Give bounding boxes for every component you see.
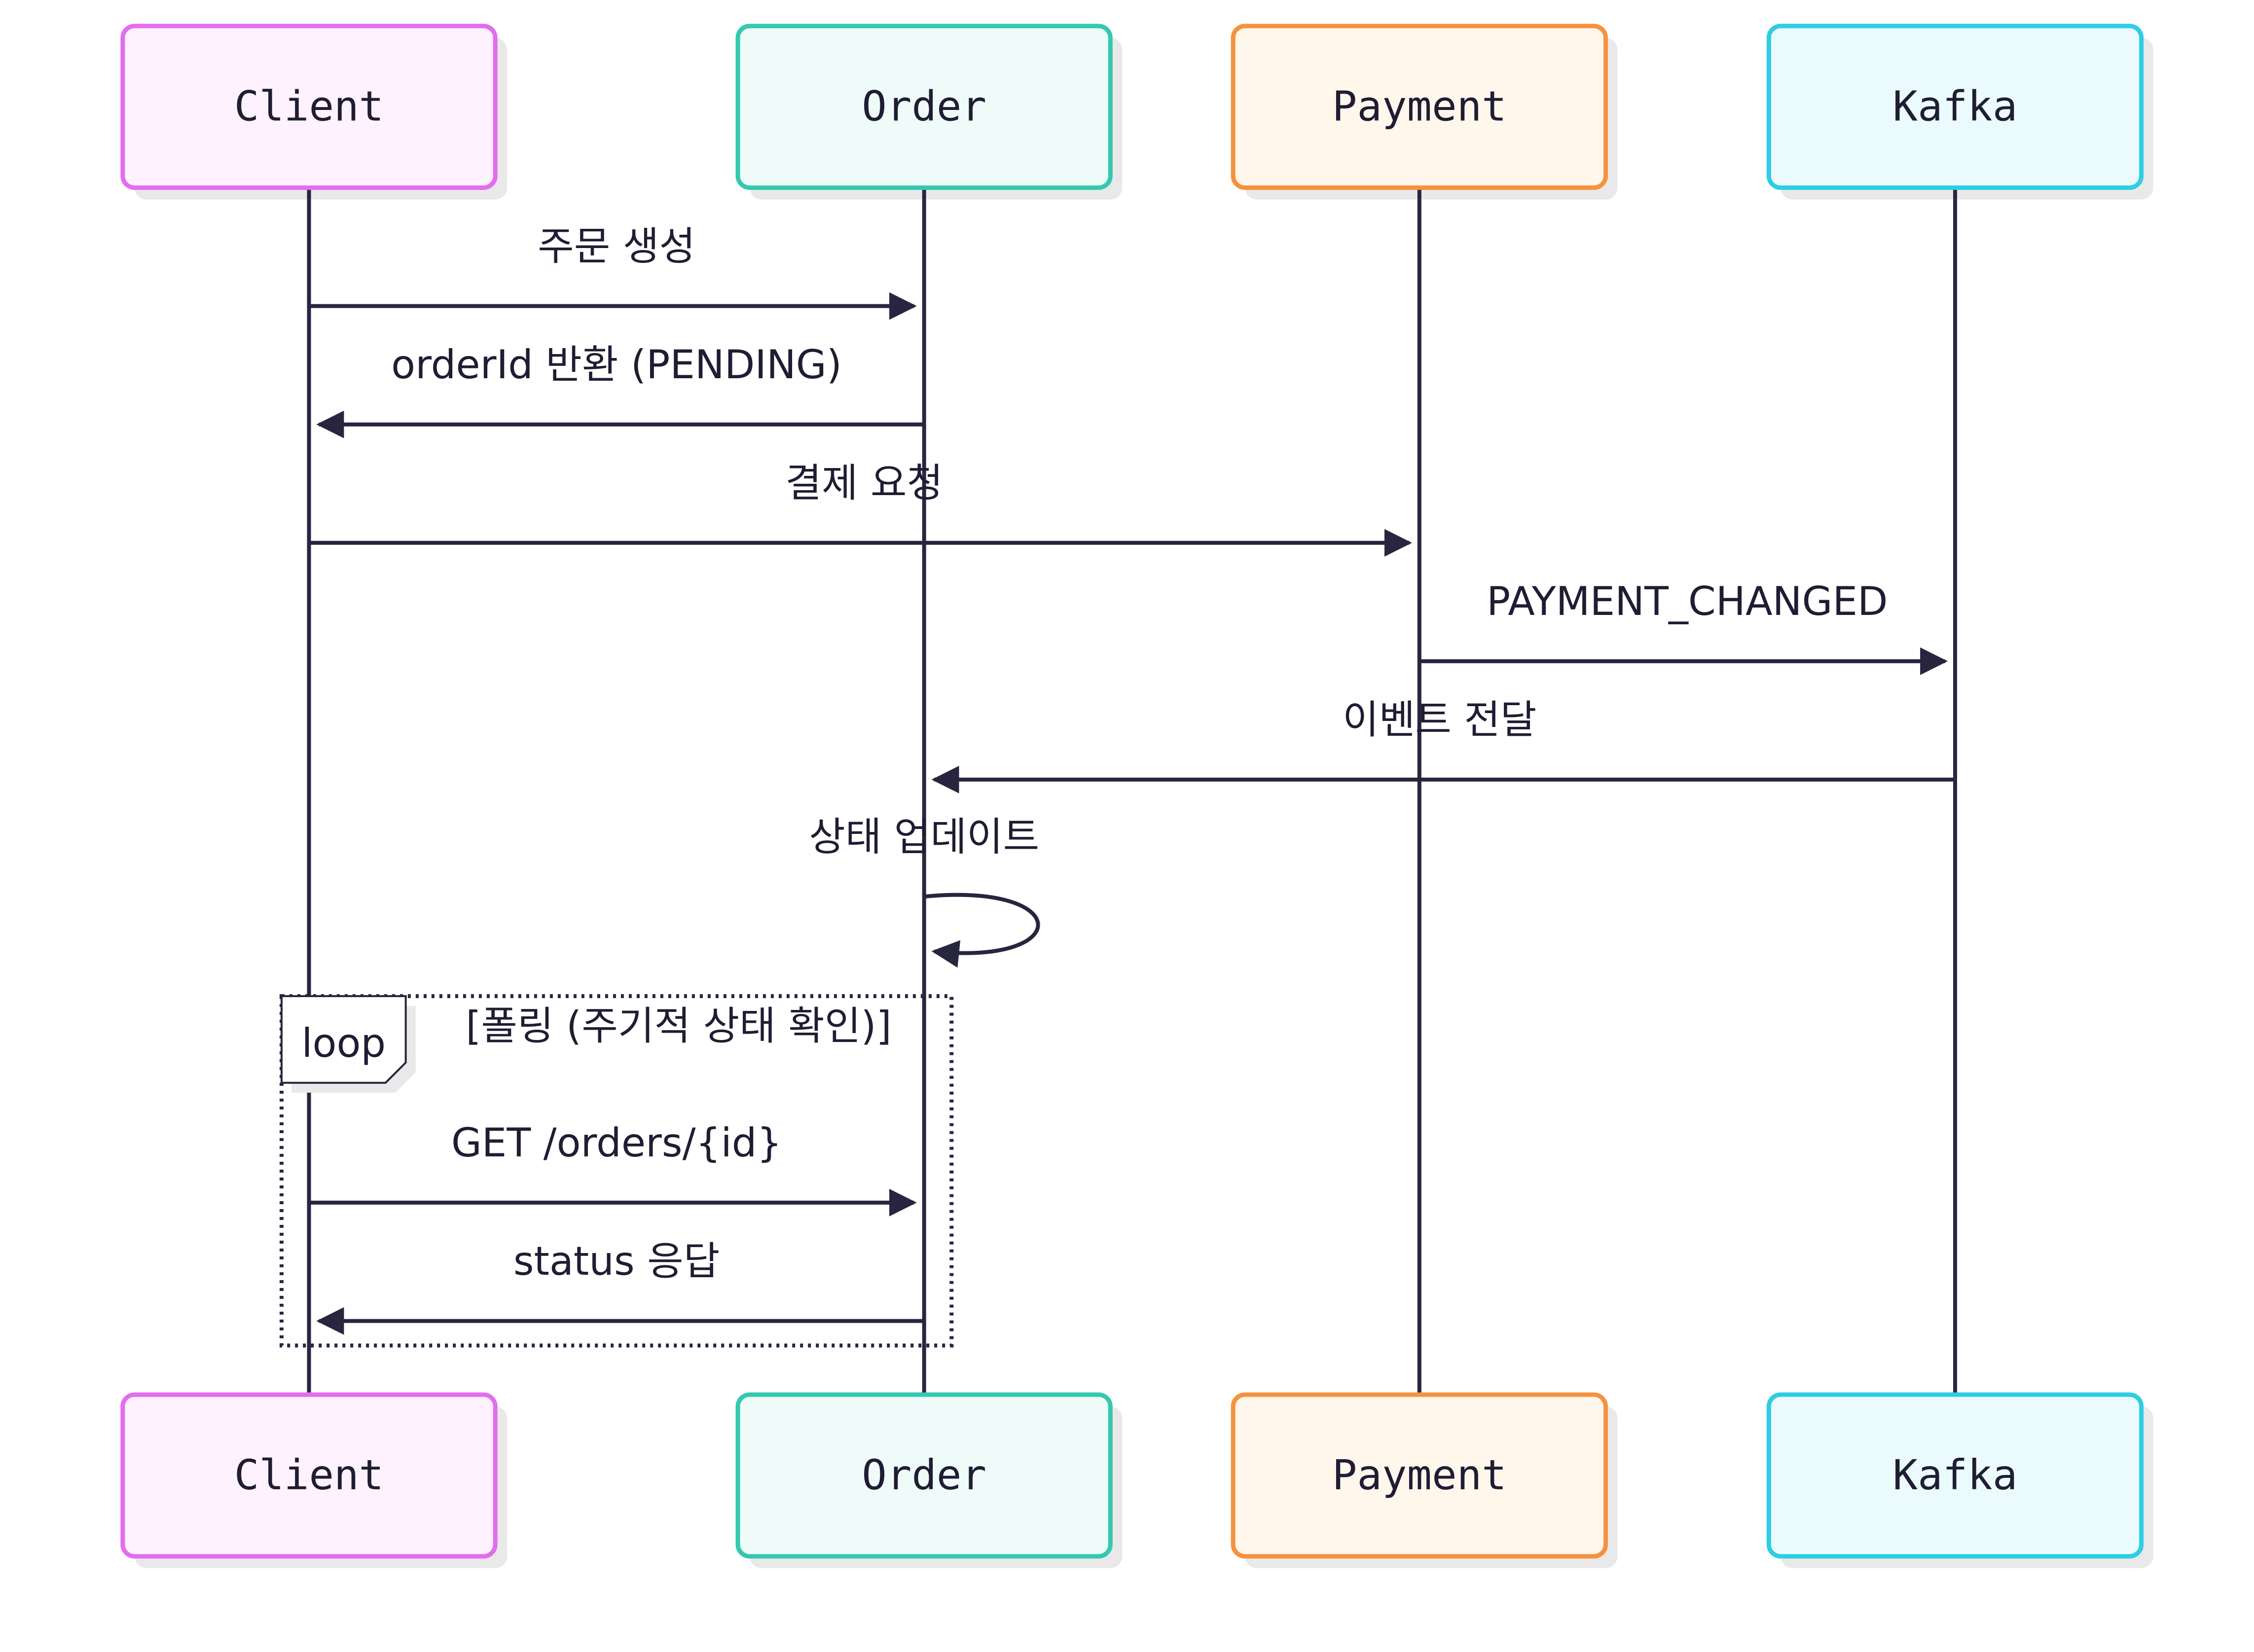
actor-box-kafka-top[interactable] [1766,24,2144,190]
message-label-5: 이벤트 전달 [1343,697,1536,743]
actor-label-kafka-top: Kafka [1893,82,2018,131]
message-arrow-6 [924,893,1040,968]
shadow-layer [134,37,2153,1568]
actor-label-order-bottom: Order [862,1451,986,1499]
message-label-3: 결제 요청 [785,460,943,506]
actor-box-order-bottom[interactable] [735,1392,1113,1559]
message-label-8: status 응답 [513,1238,720,1284]
lifeline-layer [307,187,1957,1395]
actor-box-order-top[interactable] [735,24,1113,190]
loop-tag: loop [301,1020,386,1066]
message-label-7: GET /orders/{id} [451,1120,782,1166]
actor-box-kafka-bottom[interactable] [1766,1392,2144,1559]
loop-condition: [폴링 (주기적 상태 확인)] [466,1003,892,1049]
actor-box-client-top[interactable] [120,24,498,190]
loop-tag-box [280,995,407,1084]
actor-label-order-top: Order [862,82,986,131]
actor-box-client-bottom[interactable] [120,1392,498,1559]
loop-frame: loop [폴링 (주기적 상태 확인)] [279,994,954,1348]
message-label-4: PAYMENT_CHANGED [1487,578,1888,624]
actor-box-payment-bottom[interactable] [1231,1392,1608,1559]
actor-box-payment-top[interactable] [1231,24,1608,190]
message-label-2: orderId 반환 (PENDING) [391,342,842,388]
message-label-1: 주문 생성 [538,223,695,269]
actor-label-payment-top: Payment [1332,82,1507,131]
loop-frame-border [279,994,954,1348]
actor-label-client-bottom: Client [234,1451,384,1499]
message-label-6: 상태 업데이트 [809,814,1039,860]
message-layer: 주문 생성 orderId 반환 (PENDING) 결제 요청 PAYMENT_CH… [309,223,1955,1335]
actor-label-client-top: Client [234,82,384,131]
actor-label-kafka-bottom: Kafka [1893,1451,2018,1499]
actor-label-payment-bottom: Payment [1332,1451,1507,1499]
